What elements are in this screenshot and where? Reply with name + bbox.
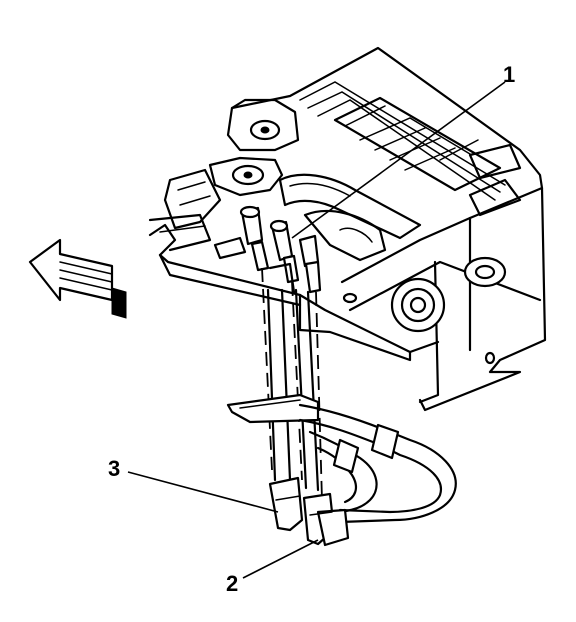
- callout-2: 2: [226, 571, 238, 596]
- leader-line-3: [127, 471, 279, 513]
- fuel-pipe-assembly: [226, 288, 457, 547]
- alignment-lines: [261, 267, 323, 501]
- leader-lines: [127, 81, 506, 579]
- upper-pipe-fittings: [213, 205, 322, 294]
- floor-pan-assembly: [148, 46, 547, 412]
- callout-3: 3: [108, 456, 120, 481]
- callout-1: 1: [503, 62, 515, 87]
- arrow-left-icon: [28, 238, 127, 319]
- leader-line-2: [242, 539, 319, 579]
- leader-line-1: [291, 81, 506, 239]
